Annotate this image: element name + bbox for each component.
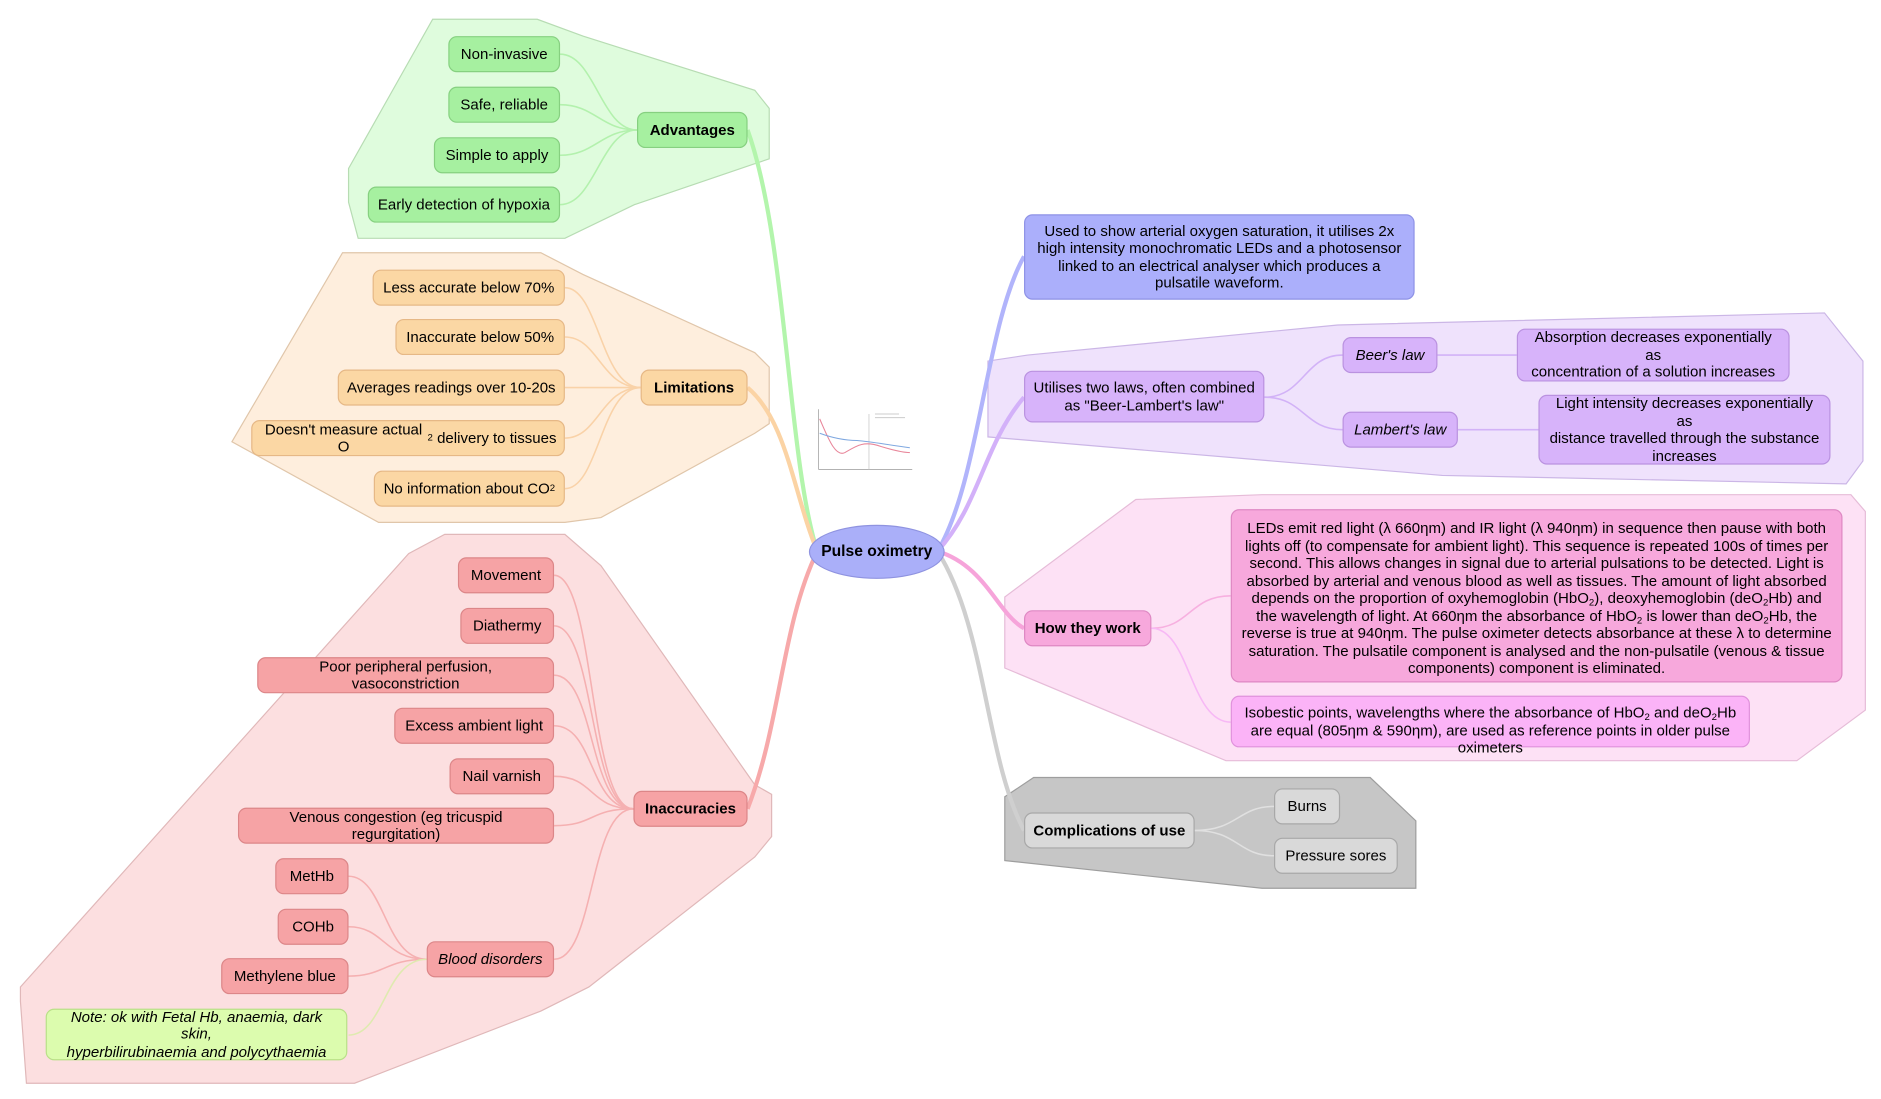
advantage-simple-to-apply[interactable]: Simple to apply [433, 137, 561, 174]
lamberts-desc-line-1: Light intensity decreases exponentially … [1555, 394, 1814, 430]
blood-disorder-methylene-blue[interactable]: Methylene blue [221, 958, 349, 995]
beers-desc-line-1: Absorption decreases exponentially as [1534, 328, 1772, 364]
inaccuracy-diathermy[interactable]: Diathermy [460, 607, 555, 644]
complications-topic[interactable]: Complications of use [1024, 812, 1195, 849]
isobestic-points-node[interactable]: Isobestic points, wavelengths where the … [1230, 695, 1750, 756]
blood-disorder-cohb[interactable]: COHb [277, 908, 349, 945]
note-normal-conditions[interactable]: Note: ok with Fetal Hb, anaemia, dark sk… [45, 1008, 348, 1061]
inaccuracy-movement[interactable]: Movement [457, 557, 555, 594]
blood-disorder-methb[interactable]: MetHb [275, 858, 349, 895]
note-line-1: Note: ok with Fetal Hb, anaemia, dark sk… [70, 1008, 323, 1043]
how-sub-4: 2 [1763, 614, 1769, 626]
absorption-spectrum-chart-icon [818, 409, 913, 470]
lamberts-law-node[interactable]: Lambert's law [1342, 411, 1458, 448]
advantage-early-detection[interactable]: Early detection of hypoxia [367, 186, 561, 223]
note-line-2: hyperbilirubinaemia and polycythaemia [66, 1043, 327, 1061]
iso-sub-1: 2 [1644, 711, 1650, 723]
beers-law-node[interactable]: Beer's law [1342, 337, 1438, 374]
iso-text-3: Hb are equal (805ηm & 590ηm), are used a… [1250, 704, 1737, 756]
inaccuracy-venous-congestion[interactable]: Venous congestion (eg tricuspid regurgit… [237, 807, 555, 844]
lamberts-desc-line-2: distance travelled through the substance [1549, 429, 1820, 447]
iso-sub-2: 2 [1711, 711, 1718, 723]
advantages-topic[interactable]: Advantages [637, 111, 748, 149]
iso-text-2: and deO [1649, 704, 1712, 721]
central-topic-pulse-oximetry[interactable]: Pulse oximetry [808, 524, 945, 579]
iso-text-1: Isobestic points, wavelengths where the … [1244, 704, 1645, 721]
how-sub-2: 2 [1762, 596, 1769, 608]
how-text-5: Hb, the reverse is true at 940ηm. The pu… [1241, 607, 1832, 677]
limitation-co2-text: No information about CO [383, 479, 550, 497]
limitation-less-accurate[interactable]: Less accurate below 70% [372, 269, 565, 306]
beers-law-description[interactable]: Absorption decreases exponentially as co… [1516, 328, 1790, 382]
how-text-4: is lower than deO [1642, 607, 1764, 625]
inaccuracies-topic[interactable]: Inaccuracies [633, 790, 748, 827]
inaccuracy-ambient-light[interactable]: Excess ambient light [394, 707, 555, 744]
inaccuracy-poor-perfusion[interactable]: Poor peripheral perfusion, vasoconstrict… [257, 657, 555, 694]
description-topic[interactable]: Used to show arterial oxygen saturation,… [1024, 214, 1415, 300]
how-they-work-topic[interactable]: How they work [1024, 610, 1152, 647]
blood-disorders-topic[interactable]: Blood disorders [426, 941, 555, 978]
laws-topic[interactable]: Utilises two laws, often combined as "Be… [1024, 370, 1265, 423]
advantages-region [347, 18, 770, 239]
lamberts-law-description[interactable]: Light intensity decreases exponentially … [1538, 394, 1831, 465]
limitation-o2-delivery-post: delivery to tissues [432, 429, 557, 447]
how-text-3: Hb) and the wavelength of light. At 660η… [1256, 589, 1822, 625]
how-sub-1: 2 [1588, 596, 1595, 608]
advantage-non-invasive[interactable]: Non-invasive [448, 36, 561, 73]
beers-desc-line-2: concentration of a solution increases [1531, 363, 1776, 381]
complication-burns[interactable]: Burns [1274, 788, 1341, 825]
lamberts-desc-line-3: increases [1652, 447, 1717, 464]
limitation-inaccurate-50[interactable]: Inaccurate below 50% [395, 318, 565, 356]
how-text-1: LEDs emit red light (λ 660ηm) and IR lig… [1245, 519, 1829, 607]
advantage-safe-reliable[interactable]: Safe, reliable [448, 86, 561, 123]
complication-pressure-sores[interactable]: Pressure sores [1274, 837, 1398, 874]
how-sub-3: 2 [1636, 614, 1643, 626]
laws-label-line-2: as "Beer-Lambert's law" [1064, 396, 1225, 414]
limitation-o2-delivery-pre: Doesn't measure actual O [264, 420, 423, 455]
inaccuracy-nail-varnish[interactable]: Nail varnish [449, 758, 555, 795]
limitations-topic[interactable]: Limitations [640, 369, 748, 406]
how-text-2: ), deoxyhemoglobin (deO [1594, 589, 1763, 607]
how-they-work-explanation[interactable]: LEDs emit red light (λ 660ηm) and IR lig… [1230, 509, 1843, 683]
limitation-averages-readings[interactable]: Averages readings over 10-20s [337, 369, 565, 406]
laws-label-line-1: Utilises two laws, often combined [1033, 379, 1255, 396]
